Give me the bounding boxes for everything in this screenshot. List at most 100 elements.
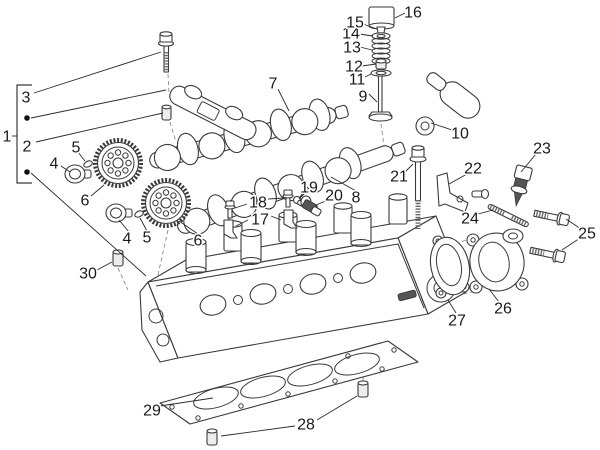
leader-line <box>90 184 105 197</box>
leader-line <box>298 191 307 200</box>
plug-4a-drawing <box>64 164 92 184</box>
leader-line <box>234 203 248 209</box>
svg-text:22: 22 <box>464 161 482 178</box>
leader-line <box>488 288 500 303</box>
part-label-1: 1 <box>1 127 17 147</box>
part-label-6: 6 <box>79 184 105 211</box>
bolt-25a-drawing <box>533 209 570 227</box>
camshaft-7-drawing <box>149 98 349 172</box>
svg-text:12: 12 <box>345 59 363 76</box>
dowel-28a-drawing <box>206 428 218 446</box>
leader-line <box>359 46 373 51</box>
valve-9 <box>368 75 393 122</box>
bush-2-drawing <box>161 104 172 121</box>
leader-line <box>561 237 581 251</box>
leader-line <box>33 51 162 94</box>
leader-line <box>30 172 147 277</box>
bracket-22-drawing <box>436 172 490 213</box>
leader-line <box>277 88 290 112</box>
valve-collets-15 <box>376 26 386 34</box>
leader-line <box>178 220 199 235</box>
part-label-3: 3 <box>20 51 162 108</box>
leader-line <box>235 219 249 227</box>
leader-line <box>267 197 285 200</box>
part-label-17: 17 <box>235 210 282 230</box>
leader-line <box>270 215 282 221</box>
svg-text:11: 11 <box>349 72 366 89</box>
stud-24-drawing <box>487 203 529 228</box>
spring-seat-11 <box>370 69 392 77</box>
part-label-28: 28 <box>220 395 358 437</box>
leader-line <box>368 93 378 103</box>
svg-text:5: 5 <box>143 230 152 247</box>
head-stud <box>397 289 417 302</box>
svg-text:2: 2 <box>23 139 32 156</box>
svg-text:25: 25 <box>578 226 596 243</box>
svg-text:3: 3 <box>22 90 31 107</box>
bolt-3-drawing <box>157 31 175 73</box>
part-label-30: 30 <box>78 261 113 284</box>
tappet-10-drawing <box>415 72 481 136</box>
bolt-25b-drawing <box>529 246 566 264</box>
bolt-18a-drawing <box>224 200 236 219</box>
svg-text:29: 29 <box>143 403 161 420</box>
svg-text:1: 1 <box>3 129 12 146</box>
svg-text:15: 15 <box>346 15 364 32</box>
camshaft-gear-6a-drawing <box>93 138 143 188</box>
dowel-30-drawing <box>112 249 124 267</box>
svg-text:23: 23 <box>533 141 551 158</box>
clip-17b-drawing <box>283 209 298 229</box>
part-label-5: 5 <box>139 217 153 248</box>
svg-text:4: 4 <box>123 231 132 248</box>
valve-buckets-front <box>185 210 372 274</box>
leader-line <box>30 89 167 119</box>
part-label-6: 6 <box>178 220 204 251</box>
bucket-tappet-16 <box>368 6 395 30</box>
part-label-22: 22 <box>448 159 484 185</box>
leader-line <box>316 395 358 421</box>
gasket-27-drawing <box>429 235 471 299</box>
svg-text:30: 30 <box>79 266 97 283</box>
leader-line <box>118 219 130 233</box>
svg-text:18: 18 <box>249 195 267 212</box>
svg-text:6: 6 <box>194 233 203 250</box>
intake-ports <box>199 262 377 316</box>
leader-line <box>315 199 329 206</box>
part-label-15: 15 <box>345 13 378 33</box>
camshaft-cap-drawing <box>169 84 257 141</box>
clip-17a-drawing <box>223 219 238 239</box>
leader-line <box>477 209 494 215</box>
part-label-25: 25 <box>561 218 598 251</box>
group-bullet <box>24 115 30 121</box>
part-label-12: 12 <box>344 57 377 77</box>
svg-text:6: 6 <box>81 193 90 210</box>
part-label-11: 11 <box>347 70 372 90</box>
svg-text:16: 16 <box>404 5 422 22</box>
part-label-23: 23 <box>520 139 553 173</box>
pin-5a-drawing <box>83 160 93 168</box>
leader-line <box>447 299 457 314</box>
part-label-24: 24 <box>460 209 494 229</box>
leader-line <box>565 218 582 230</box>
leader-line <box>430 122 453 131</box>
sensor-23-drawing <box>510 164 533 207</box>
svg-text:14: 14 <box>342 26 360 43</box>
part-label-4: 4 <box>118 219 133 249</box>
svg-text:10: 10 <box>451 126 469 143</box>
leader-line <box>77 151 86 162</box>
leader-line <box>330 176 357 192</box>
head-gasket-29-drawing <box>159 340 419 425</box>
leader-line <box>220 425 296 437</box>
svg-text:27: 27 <box>448 313 466 330</box>
part-label-18: 18 <box>234 193 285 213</box>
part-label-16: 16 <box>394 3 424 23</box>
part-label-19: 19 <box>298 178 320 200</box>
svg-text:8: 8 <box>352 190 361 207</box>
svg-text:5: 5 <box>72 140 81 157</box>
part-label-27: 27 <box>447 299 468 331</box>
part-label-10: 10 <box>430 122 471 144</box>
camshaft-gear-6b-drawing <box>141 178 191 228</box>
leader-line <box>448 173 468 185</box>
bolt-21-drawing <box>409 145 427 229</box>
